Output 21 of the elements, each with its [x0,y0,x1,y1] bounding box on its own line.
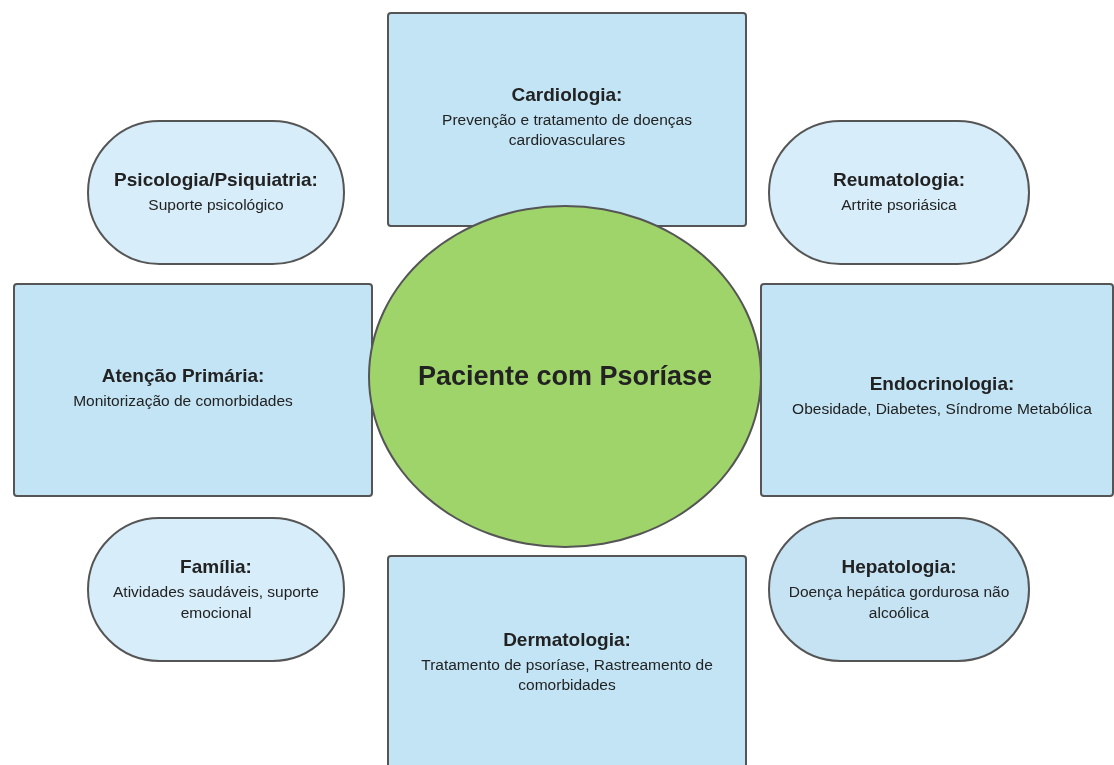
specialty-description: Prevenção e tratamento de doenças cardiovasculares [441,110,693,151]
specialty-description: Obesidade, Diabetes, Síndrome Metabólica [792,399,1092,419]
specialty-description: Suporte psicológico [148,195,284,216]
specialty-heading: Psicologia/Psiquiatria: [114,169,318,192]
specialty-box [387,12,747,227]
center-title: Paciente com Psoríase [417,361,713,392]
specialty-description: Artrite psoriásica [841,195,957,216]
specialty-box [13,283,373,497]
specialty-description: Monitorização de comorbidades [73,391,293,411]
specialty-description: Tratamento de psoríase, Rastreamento de comorbidades [420,655,714,696]
specialty-heading: Reumatologia: [833,169,965,192]
specialty-heading: Cardiologia: [511,84,623,106]
specialty-heading: Endocrinologia: [869,373,1015,395]
specialty-heading: Hepatologia: [841,556,957,579]
specialty-box [387,555,747,765]
specialty-heading: Dermatologia: [503,629,631,651]
specialty-description: Doença hepática gordurosa não alcoólica [788,582,1010,623]
specialty-heading: Família: [180,556,252,579]
specialty-heading: Atenção Primária: [101,365,265,387]
specialty-description: Atividades saudáveis, suporte emocional [112,582,320,623]
specialty-box [760,283,1114,497]
